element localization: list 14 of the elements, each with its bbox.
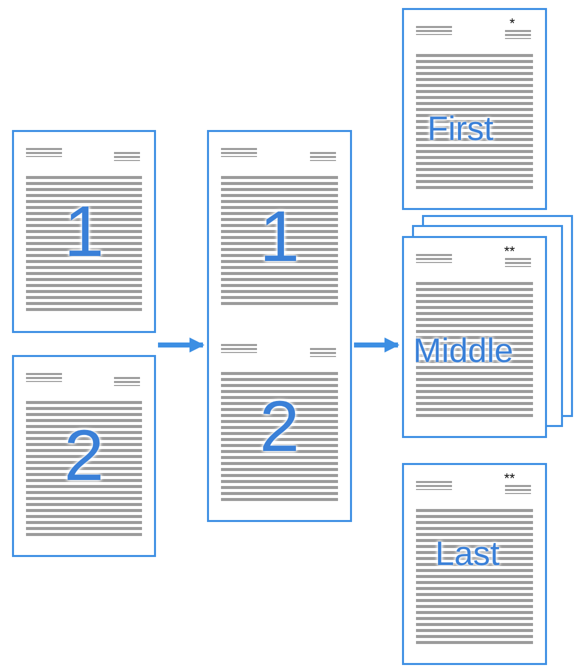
document-page	[12, 130, 156, 333]
footnote-mark: *	[510, 16, 515, 30]
document-page	[207, 130, 352, 522]
page-label: Middle	[413, 334, 514, 368]
document-page	[402, 236, 547, 438]
arrow	[158, 338, 204, 352]
footnote-mark: **	[504, 244, 515, 258]
document-page	[402, 8, 547, 210]
page-label: First	[427, 112, 494, 146]
arrow	[354, 338, 400, 352]
document-page	[402, 463, 547, 665]
footnote-mark: **	[504, 471, 515, 485]
document-page	[12, 355, 156, 557]
page-label: Last	[435, 537, 500, 572]
